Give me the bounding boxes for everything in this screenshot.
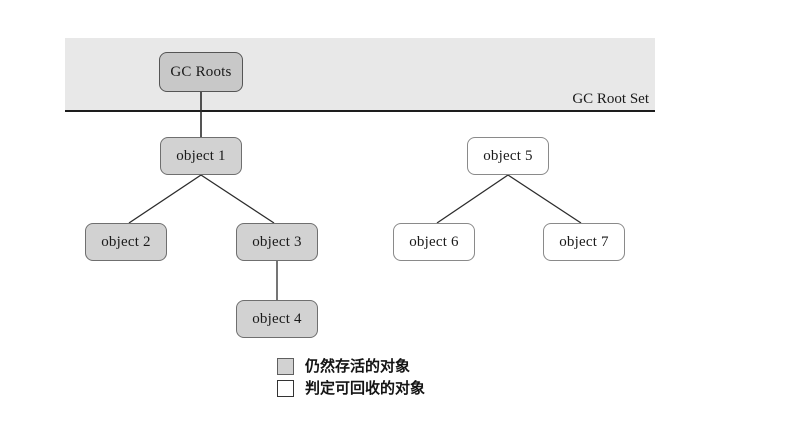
node-object-6[interactable]: object 6 (393, 223, 475, 261)
node-object-3[interactable]: object 3 (236, 223, 318, 261)
edge-object-5-object-6 (436, 174, 509, 224)
node-object-2[interactable]: object 2 (85, 223, 167, 261)
legend-item-dead: 判定可回收的对象 (277, 379, 425, 397)
node-object-6-label: object 6 (409, 233, 459, 250)
node-object-2-label: object 2 (101, 233, 151, 250)
node-gc-roots-label: GC Roots (170, 63, 232, 80)
gc-root-set-label: GC Root Set (572, 91, 649, 107)
node-object-5[interactable]: object 5 (467, 137, 549, 175)
edge-object-5-object-7 (507, 174, 582, 224)
legend-item-alive: 仍然存活的对象 (277, 357, 425, 375)
legend-label-alive: 仍然存活的对象 (305, 357, 411, 375)
node-object-4-label: object 4 (252, 310, 302, 327)
legend: 仍然存活的对象 判定可回收的对象 (277, 357, 425, 397)
node-object-7-label: object 7 (559, 233, 609, 250)
node-object-4[interactable]: object 4 (236, 300, 318, 338)
node-gc-roots[interactable]: GC Roots (159, 52, 243, 92)
legend-swatch-alive-icon (277, 357, 294, 375)
edge-object-1-object-3 (200, 174, 275, 224)
node-object-1[interactable]: object 1 (160, 137, 242, 175)
node-object-7[interactable]: object 7 (543, 223, 625, 261)
node-object-5-label: object 5 (483, 147, 533, 164)
node-object-3-label: object 3 (252, 233, 302, 250)
gc-root-set-band: GC Root Set (65, 38, 655, 112)
legend-label-dead: 判定可回收的对象 (305, 379, 426, 397)
node-object-1-label: object 1 (176, 147, 226, 164)
legend-swatch-dead-icon (277, 379, 294, 397)
edge-object-1-object-2 (128, 174, 202, 224)
